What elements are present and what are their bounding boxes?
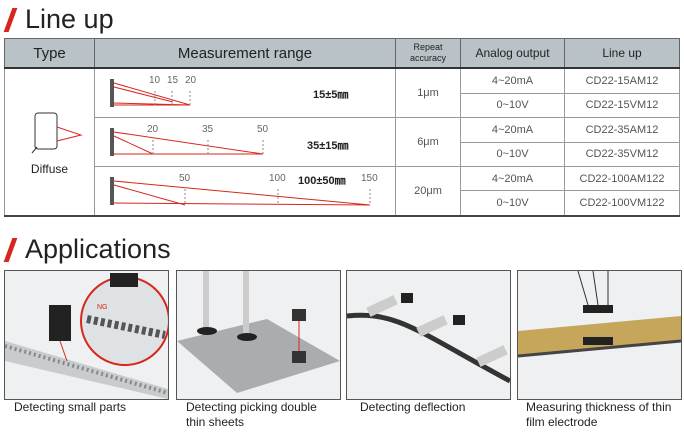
model-value: CD22-35AM12	[564, 117, 680, 143]
tick-label: 35	[202, 124, 214, 135]
slash-icon	[3, 237, 18, 262]
caption-small-parts: Detecting small parts	[14, 400, 127, 414]
accuracy-value: 1μm	[395, 67, 461, 118]
range-value: 35±15㎜	[307, 140, 349, 152]
tick-label: 15	[167, 75, 179, 86]
tick-label: 50	[179, 173, 191, 184]
model-value: CD22-100AM122	[564, 165, 680, 192]
analog-value: 4~20mA	[460, 67, 565, 94]
type-cell: Diffuse	[4, 67, 95, 217]
model-value: CD22-35VM12	[564, 141, 680, 167]
model-value: CD22-100VM122	[564, 190, 680, 217]
analog-value: 4~20mA	[460, 117, 565, 143]
ng-label: NG	[97, 304, 108, 311]
model-value: CD22-15VM12	[564, 92, 680, 118]
range-diagram-1: 10 15 20 15±5㎜	[95, 69, 395, 117]
analog-value: 0~10V	[460, 141, 565, 167]
tick-label: 20	[185, 75, 197, 86]
analog-value: 4~20mA	[460, 165, 565, 192]
header-range: Measurement range	[94, 38, 396, 69]
analog-value: 0~10V	[460, 190, 565, 217]
tick-label: 10	[149, 75, 161, 86]
caption-deflection: Detecting deflection	[360, 400, 466, 414]
tick-label: 50	[257, 124, 269, 135]
tick-label: 20	[147, 124, 159, 135]
accuracy-value: 20μm	[395, 166, 461, 217]
header-repeat: Repeat accuracy	[395, 38, 461, 69]
analog-value: 0~10V	[460, 92, 565, 118]
range-value: 100±50㎜	[298, 175, 346, 187]
lineup-table: Type Measurement range Repeat accuracy A…	[4, 38, 680, 217]
applications-heading: Applications	[3, 234, 171, 265]
model-value: CD22-15AM12	[564, 67, 680, 94]
range-diagram-3: 50 100 150 100±50㎜	[95, 167, 395, 215]
app-image-thin-film	[517, 270, 682, 400]
lineup-title: Line up	[25, 4, 114, 34]
tick-label: 100	[269, 173, 286, 184]
caption-thin-film: Measuring thickness of thin film electro…	[526, 400, 672, 429]
diffuse-sensor-icon	[31, 112, 83, 153]
header-type: Type	[4, 38, 95, 69]
header-analog: Analog output	[460, 38, 565, 69]
slash-icon	[3, 7, 18, 32]
app-image-small-parts: NG	[4, 270, 169, 400]
lineup-heading: Line up	[3, 4, 114, 35]
header-lineup: Line up	[564, 38, 680, 69]
range-value: 15±5㎜	[313, 89, 349, 101]
app-image-deflection	[346, 270, 511, 400]
applications-title: Applications	[25, 234, 171, 264]
type-label: Diffuse	[30, 161, 69, 176]
tick-label: 150	[361, 173, 378, 184]
caption-double-sheets: Detecting picking double thin sheets	[186, 400, 317, 429]
accuracy-value: 6μm	[395, 117, 461, 167]
app-image-double-sheets	[176, 270, 341, 400]
range-diagram-2: 20 35 50 35±15㎜	[95, 118, 395, 166]
